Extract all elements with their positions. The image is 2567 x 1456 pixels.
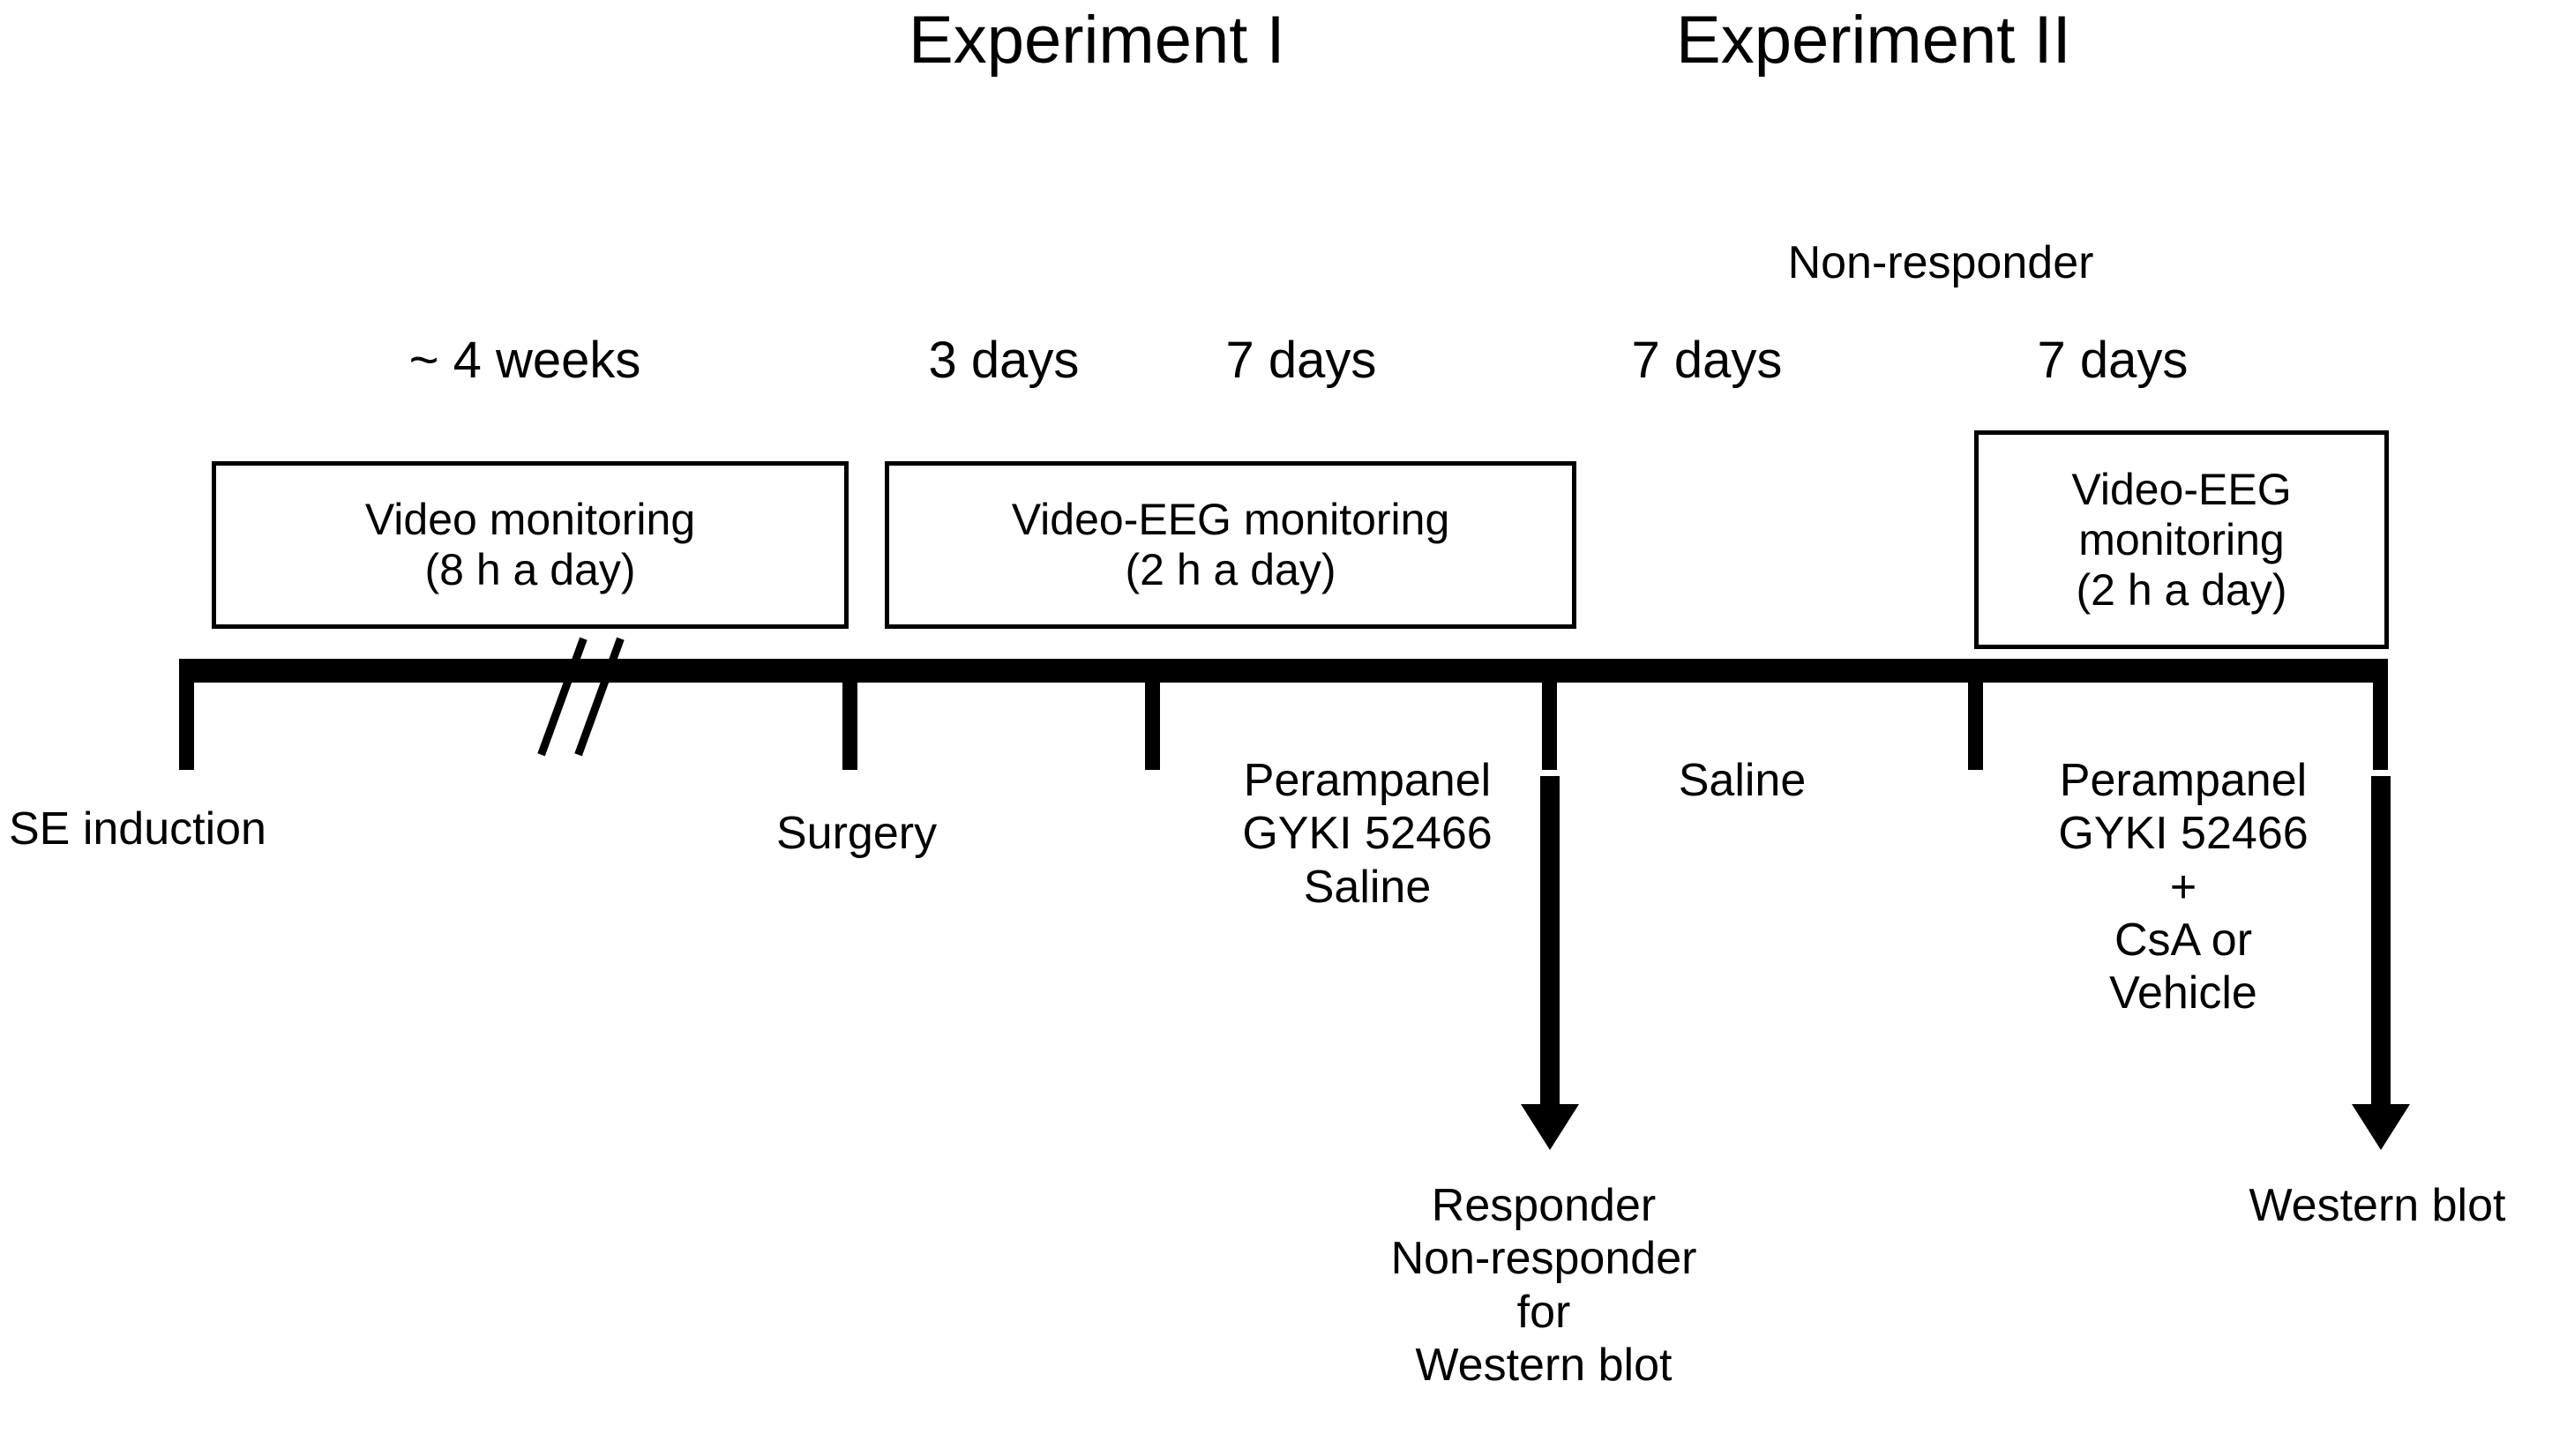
duration-label-7-days-2: 7 days (1631, 332, 1783, 389)
event-label-treatment-1: Perampanel GYKI 52466 Saline (1173, 754, 1561, 914)
axis-break-icon (525, 635, 648, 758)
arrow-head-experiment-2 (2352, 1104, 2410, 1150)
tick-surgery (842, 682, 857, 770)
axis-break-slash (574, 637, 625, 757)
box-line: (2 h a day) (2076, 564, 2287, 615)
tick-se-induction (179, 682, 194, 770)
arrow-head-experiment-1 (1521, 1104, 1579, 1150)
treatment-line: Vehicle (2109, 967, 2257, 1019)
treatment-line: Saline (1303, 861, 1432, 913)
box-line: Video monitoring (364, 495, 696, 544)
video-eeg-monitoring-box-2: Video-EEG monitoring (2 h a day) (1974, 430, 2389, 649)
event-label-se-induction: SE induction (9, 803, 266, 855)
video-monitoring-box: Video monitoring (8 h a day) (212, 461, 849, 629)
video-eeg-monitoring-box-1: Video-EEG monitoring (2 h a day) (885, 461, 1576, 629)
duration-label-7-days-1: 7 days (1225, 332, 1377, 389)
treatment-line: + (2169, 861, 2197, 913)
outcome-line: Responder (1431, 1180, 1657, 1231)
box-line: Video-EEG monitoring (1011, 495, 1450, 544)
tick-treatment-2 (1968, 682, 1983, 770)
non-responder-annotation: Non-responder (1787, 237, 2094, 288)
duration-label-4-weeks: ~ 4 weeks (408, 332, 641, 389)
event-label-treatment-2: Perampanel GYKI 52466 + CsA or Vehicle (1989, 754, 2377, 1020)
box-line: (2 h a day) (1125, 545, 1336, 594)
event-label-saline-middle: Saline (1678, 755, 1807, 806)
arrow-shaft-experiment-2 (2371, 776, 2391, 1109)
tick-experiment-2-end (2373, 682, 2388, 770)
box-line: (8 h a day) (424, 545, 636, 594)
treatment-line: GYKI 52466 (1242, 808, 1493, 860)
outcome-line: for (1516, 1286, 1571, 1338)
experiment-2-title: Experiment II (1676, 3, 2071, 78)
outcome-western-blot: Western blot (2249, 1180, 2506, 1231)
treatment-line: GYKI 52466 (2058, 808, 2309, 860)
treatment-line: Perampanel (2059, 755, 2308, 806)
experiment-1-title: Experiment I (909, 3, 1285, 78)
duration-label-3-days: 3 days (928, 332, 1080, 389)
treatment-line: Perampanel (1243, 755, 1492, 806)
outcome-responder-block: Responder Non-responder for Western blot (1341, 1179, 1747, 1392)
event-label-surgery: Surgery (776, 808, 938, 859)
box-line: monitoring (2078, 514, 2285, 564)
box-line: Video-EEG (2071, 464, 2292, 514)
timeline-axis (179, 659, 2388, 683)
treatment-line: CsA or (2114, 914, 2253, 966)
outcome-line: Non-responder (1390, 1233, 1697, 1285)
arrow-shaft-experiment-1 (1540, 776, 1560, 1109)
duration-label-7-days-3: 7 days (2037, 332, 2189, 389)
tick-treatment-1 (1145, 682, 1160, 770)
outcome-line: Western blot (1415, 1339, 1673, 1391)
tick-experiment-1-end (1542, 682, 1557, 770)
